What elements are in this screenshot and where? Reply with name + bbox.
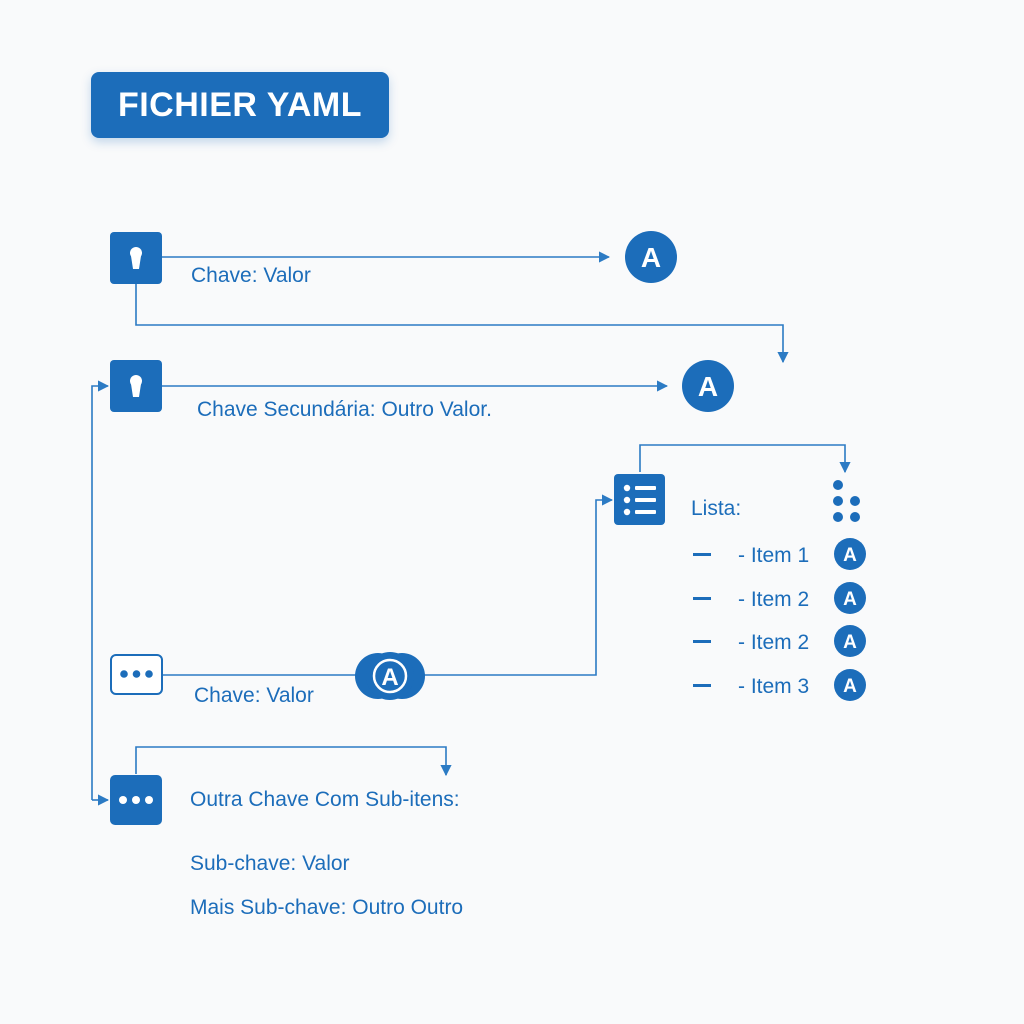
badge-a-icon: A [682,360,734,412]
list-item: - Item 3 [738,675,810,698]
ellipsis-icon [110,775,162,825]
connector-key1-down-right [135,283,789,364]
svg-text:A: A [381,664,398,691]
page-title: FICHIER YAML [117,85,363,124]
sub-item: Mais Sub-chave: Outro Outro [190,896,464,919]
list-icon [614,474,665,525]
key2-label: Chave Secundária: Outro Valor. [197,398,492,421]
sub-item: Sub-chave: Valor [190,852,350,875]
connector-badge-to-list [424,494,614,676]
key1-label: Chave: Valor [191,264,311,287]
keyhole-icon [110,360,162,412]
list-item: - Item 2 [738,631,810,654]
keyhole-icon [110,232,162,284]
list-item: - Item 2 [738,588,810,611]
badge-a-icon: A [834,538,866,570]
list-item: - Item 1 [738,544,810,567]
key3-label: Chave: Valor [194,684,314,707]
key4-label: Outra Chave Com Sub-itens: [190,788,460,811]
badge-a-icon: A [355,652,425,700]
badge-a-icon: A [834,582,866,614]
badge-a-icon: A [625,231,677,283]
svg-text:A: A [641,242,661,273]
ellipsis-icon [110,654,163,695]
badge-a-icon: A [834,625,866,657]
svg-text:A: A [843,632,857,653]
connector-list-top-loop [639,444,851,474]
svg-text:A: A [843,589,857,610]
badge-a-icon: A [834,669,866,701]
connector-key4-top-loop [135,746,452,777]
connectors [91,251,851,806]
svg-text:A: A [843,676,857,697]
title-badge: FICHIER YAML [91,72,389,138]
svg-text:A: A [843,545,857,566]
list-label: Lista: [691,497,742,520]
list-dashes [693,553,711,687]
connector-left-vertical-to-key2 [91,380,110,800]
dots-grid-icon [833,480,860,522]
svg-text:A: A [698,371,718,402]
